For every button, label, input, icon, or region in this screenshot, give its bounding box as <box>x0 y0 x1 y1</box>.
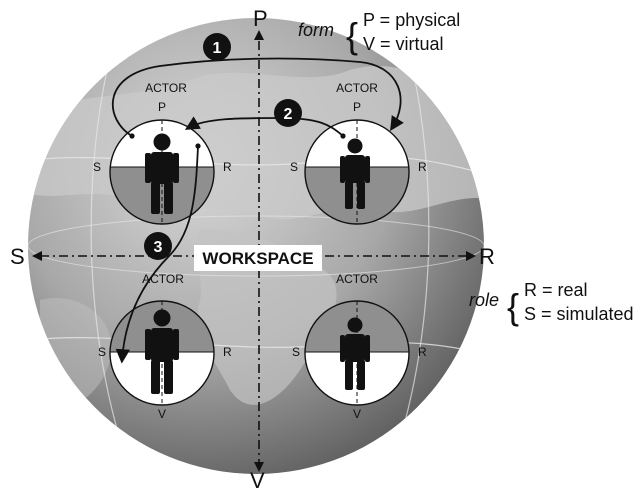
actor-1-right: R <box>223 160 232 174</box>
actor-3-title: ACTOR <box>142 272 184 286</box>
actor-virtual-real <box>304 300 410 406</box>
form-legend: form { P = physical V = virtual <box>298 10 460 56</box>
axis-label-right: R <box>479 244 495 269</box>
axis-label-bottom: V <box>250 468 265 490</box>
form-legend-brace: { <box>346 15 358 56</box>
actor-2-right: R <box>418 160 427 174</box>
workspace-text: WORKSPACE <box>202 249 313 268</box>
transition-badge-1-label: 1 <box>213 40 222 57</box>
actor-1-left: S <box>93 160 101 174</box>
actor-3-bottom: V <box>158 407 166 421</box>
role-legend-title: role <box>469 290 499 310</box>
transition-badge-3: 3 <box>144 232 172 260</box>
role-legend-line2: S = simulated <box>524 304 634 324</box>
actor-2-top: P <box>353 100 361 114</box>
role-legend: role { R = real S = simulated <box>469 280 634 327</box>
transition-badge-2: 2 <box>274 99 302 127</box>
actor-4-title: ACTOR <box>336 272 378 286</box>
form-legend-line1: P = physical <box>363 10 460 30</box>
transition-badge-2-label: 2 <box>284 106 293 123</box>
person-icon <box>340 138 370 209</box>
transition-badge-3-label: 3 <box>154 239 163 256</box>
actor-1-top: P <box>158 100 166 114</box>
person-icon <box>340 317 370 390</box>
transition-badge-1: 1 <box>203 33 231 61</box>
workspace-label: WORKSPACE <box>194 245 322 271</box>
axis-label-left: S <box>10 244 25 269</box>
axis-label-top: P <box>253 6 268 31</box>
actor-3-right: R <box>223 345 232 359</box>
actor-4-bottom: V <box>353 407 361 421</box>
actor-virtual-simulated <box>109 300 215 406</box>
person-icon <box>145 309 179 394</box>
form-legend-title: form <box>298 20 334 40</box>
actor-4-left: S <box>292 345 300 359</box>
actor-3-left: S <box>98 345 106 359</box>
actor-4-right: R <box>418 345 427 359</box>
form-legend-line2: V = virtual <box>363 34 444 54</box>
role-legend-line1: R = real <box>524 280 588 300</box>
person-icon <box>145 133 179 214</box>
actor-2-left: S <box>290 160 298 174</box>
actor-1-title: ACTOR <box>145 81 187 95</box>
transition-3-arrow <box>115 143 201 364</box>
role-legend-brace: { <box>507 286 519 327</box>
actor-2-title: ACTOR <box>336 81 378 95</box>
transition-1-arrow <box>111 57 404 139</box>
